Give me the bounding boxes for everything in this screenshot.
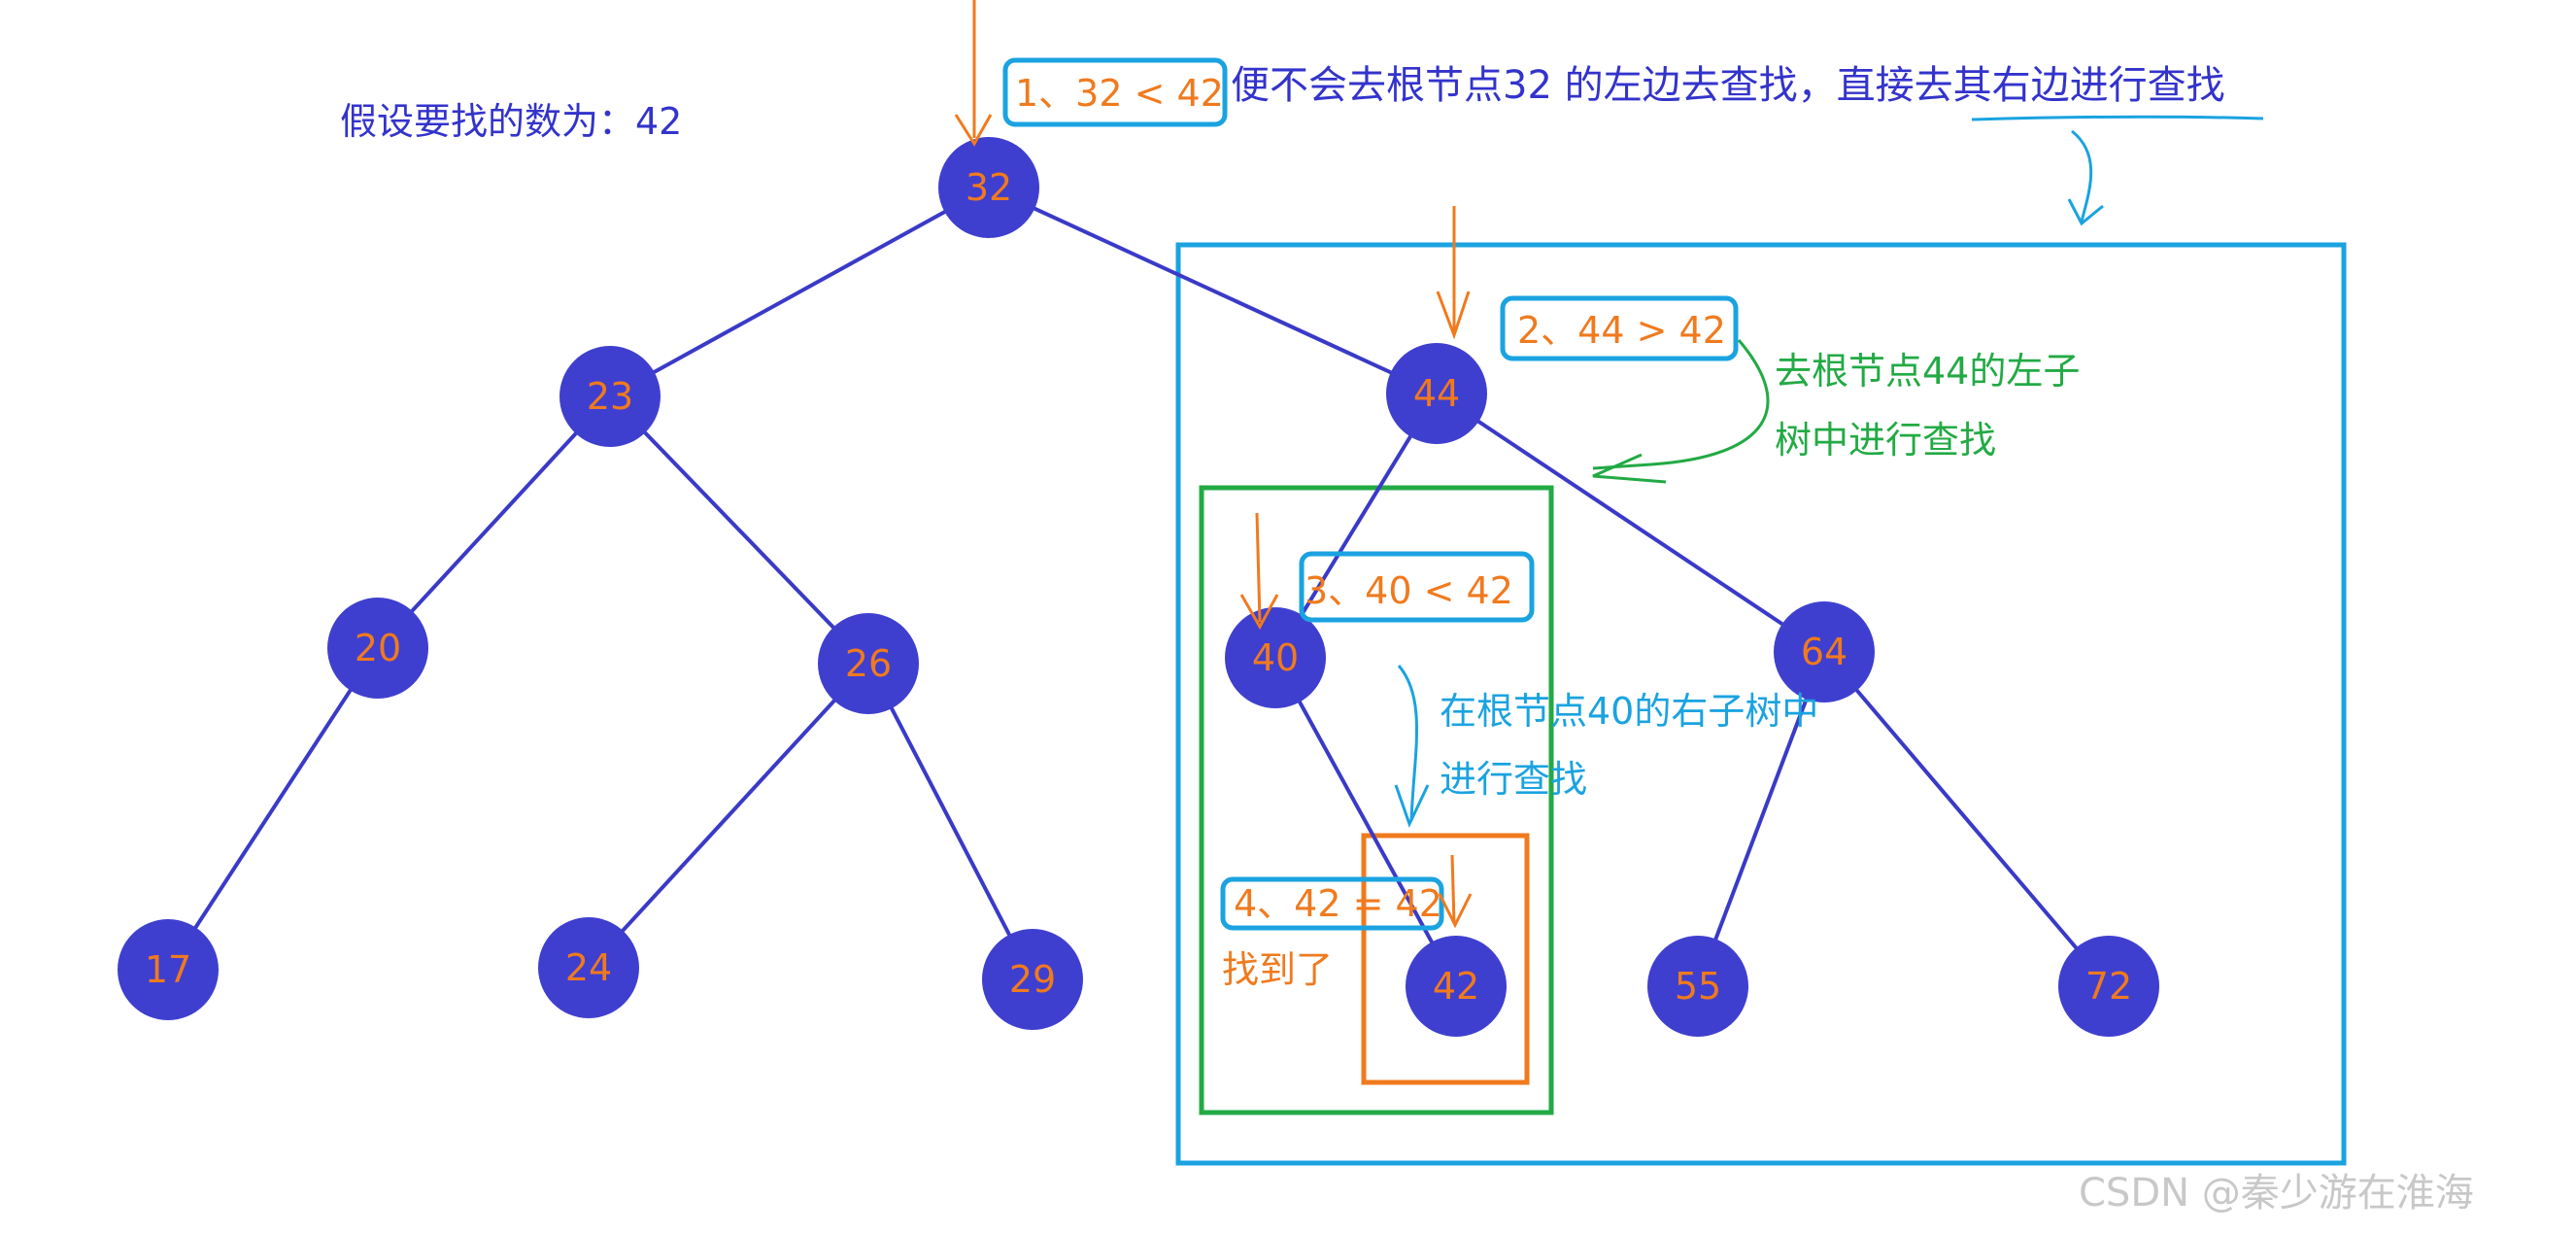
- left-subtree-box-40: [1199, 485, 1554, 1115]
- step1-badge-box: [1002, 57, 1228, 127]
- step4-badge-box: [1220, 876, 1444, 931]
- step1-underline: [1971, 115, 2264, 121]
- tree-node-20: 20: [327, 598, 428, 699]
- edge-n32-n23: [609, 186, 990, 398]
- edge-n23-n26: [608, 394, 870, 666]
- node-circle: [1647, 936, 1748, 1037]
- step3-curve-arrow: [1397, 665, 1418, 822]
- step4-arrow-shaft: [1450, 854, 1456, 924]
- node-label: 23: [587, 375, 633, 418]
- step3-arrow-head: [1239, 594, 1279, 631]
- step3-note-line2: 进行查找: [1440, 758, 1587, 801]
- edge-n26-n24: [587, 662, 870, 970]
- node-label: 40: [1252, 636, 1299, 679]
- node-circle: [818, 613, 919, 714]
- node-label: 44: [1413, 372, 1460, 415]
- step2-note-line2: 树中进行查找: [1775, 419, 1996, 462]
- node-circle: [1774, 601, 1875, 702]
- step3-curve-arrow-head: [1394, 784, 1430, 828]
- step3-label: 3、40 < 42: [1305, 569, 1513, 612]
- step1-curve-arrow-head: [2067, 198, 2104, 226]
- step2-curve-arrow-head: [1592, 453, 1667, 484]
- found-box-42: [1361, 833, 1530, 1085]
- node-circle: [1406, 936, 1507, 1037]
- node-circle: [118, 919, 219, 1020]
- tree-node-40: 40: [1225, 607, 1326, 708]
- node-label: 72: [2085, 965, 2132, 1008]
- step2-label: 2、44 > 42: [1517, 309, 1726, 352]
- node-circle: [982, 929, 1083, 1030]
- step2-curve-arrow: [1592, 339, 1770, 470]
- step3-arrow-shaft: [1255, 512, 1262, 623]
- node-circle: [1225, 607, 1326, 708]
- watermark: CSDN @秦少游在淮海: [2079, 1171, 2474, 1216]
- node-label: 26: [845, 642, 892, 685]
- step4-label: 4、42 = 42: [1234, 882, 1442, 925]
- edge-n32-n44: [988, 186, 1438, 395]
- step4-note: 找到了: [1222, 948, 1333, 991]
- node-circle: [2058, 936, 2159, 1037]
- tree-node-42: 42: [1406, 936, 1507, 1037]
- node-circle: [559, 346, 661, 447]
- node-label: 29: [1009, 958, 1056, 1001]
- tree-node-44: 44: [1386, 343, 1487, 444]
- step1-arrow-head: [954, 114, 993, 147]
- node-circle: [327, 598, 428, 699]
- tree-node-64: 64: [1774, 601, 1875, 702]
- tree-node-29: 29: [982, 929, 1083, 1030]
- step4-arrow-head: [1438, 893, 1473, 929]
- edge-n26-n29: [866, 663, 1034, 980]
- node-circle: [538, 917, 639, 1018]
- node-label: 20: [355, 627, 401, 669]
- edge-n23-n20: [376, 394, 612, 650]
- step2-note-line1: 去根节点44的左子: [1775, 350, 2080, 393]
- node-label: 32: [966, 166, 1012, 209]
- step1-label: 1、32 < 42: [1015, 72, 1224, 115]
- edge-n64-n72: [1822, 650, 2111, 988]
- step3-note-line1: 在根节点40的右子树中: [1440, 690, 1818, 733]
- node-label: 24: [565, 946, 612, 989]
- tree-nodes: 32 23 44 20 26 40 64 17 24 29 42 55 72: [118, 137, 2159, 1037]
- edge-n40-n42: [1273, 657, 1458, 987]
- node-circle: [938, 137, 1039, 238]
- node-label: 55: [1675, 965, 1721, 1008]
- step2-badge-box: [1500, 295, 1739, 361]
- edge-n44-n64: [1435, 392, 1826, 654]
- tree-node-23: 23: [559, 346, 661, 447]
- tree-node-55: 55: [1647, 936, 1748, 1037]
- step3-badge-box: [1299, 551, 1535, 623]
- edge-n64-n55: [1696, 651, 1826, 987]
- node-label: 17: [145, 948, 191, 991]
- tree-node-26: 26: [818, 613, 919, 714]
- premise-text: 假设要找的数为：42: [340, 100, 682, 143]
- step1-curve-arrow: [2071, 129, 2093, 223]
- step1-note: 便不会去根节点32 的左边去查找，直接去其右边进行查找: [1231, 63, 2225, 108]
- tree-node-32: 32: [938, 137, 1039, 238]
- right-subtree-box-44: [1175, 242, 2347, 1166]
- tree-node-72: 72: [2058, 936, 2159, 1037]
- node-label: 64: [1801, 631, 1847, 673]
- node-circle: [1386, 343, 1487, 444]
- tree-node-24: 24: [538, 917, 639, 1018]
- tree-node-17: 17: [118, 919, 219, 1020]
- step2-arrow-head: [1436, 291, 1471, 340]
- edge-n20-n17: [166, 646, 380, 972]
- tree-edges: [166, 186, 2111, 988]
- node-label: 42: [1433, 965, 1479, 1008]
